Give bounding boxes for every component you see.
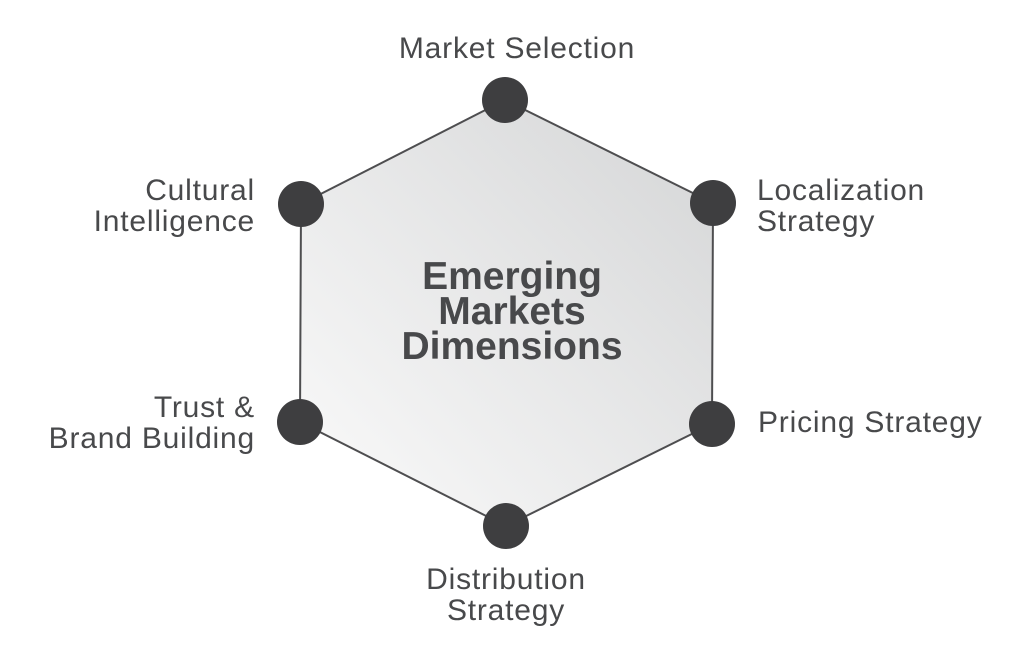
title-line: Markets [438, 290, 586, 333]
node-dot-market-selection [482, 77, 528, 123]
node-label-trust-brand-building: Trust & Brand Building [0, 392, 255, 454]
label-line: Strategy [446, 594, 566, 627]
title-line: Emerging [422, 255, 602, 298]
label-line: Market Selection [398, 32, 636, 65]
node-label-pricing-strategy: Pricing Strategy [758, 407, 1024, 438]
label-line: Cultural [145, 174, 255, 207]
node-label-localization-strategy: Localization Strategy [757, 175, 1017, 237]
node-dot-trust-brand-building [277, 399, 323, 445]
node-dot-distribution-strategy [483, 503, 529, 549]
node-label-distribution-strategy: Distribution Strategy [306, 564, 706, 626]
node-label-cultural-intelligence: Cultural Intelligence [0, 175, 255, 237]
node-dot-pricing-strategy [689, 401, 735, 447]
label-line: Localization [757, 174, 926, 207]
diagram-center-title: Emerging Markets Dimensions [312, 255, 712, 368]
title-line: Dimensions [401, 325, 623, 368]
node-label-market-selection: Market Selection [317, 33, 717, 64]
label-line: Distribution [426, 563, 586, 596]
node-dot-localization-strategy [690, 180, 736, 226]
node-dot-cultural-intelligence [278, 181, 324, 227]
label-line: Trust & [153, 391, 255, 424]
label-line: Pricing Strategy [758, 406, 983, 439]
label-line: Strategy [757, 205, 876, 238]
label-line: Intelligence [93, 205, 255, 238]
label-line: Brand Building [48, 422, 255, 455]
